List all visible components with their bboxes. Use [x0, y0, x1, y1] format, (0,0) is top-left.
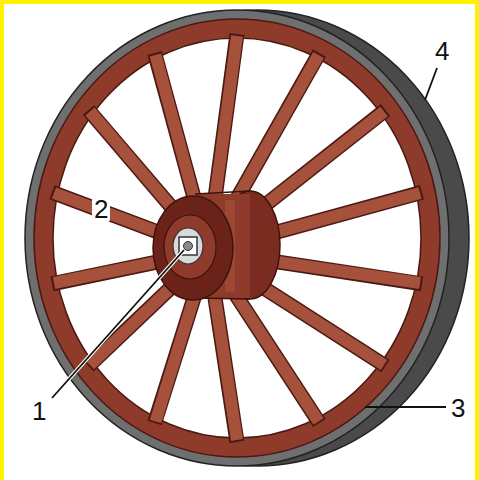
callout-number: 3: [449, 395, 467, 421]
hub-ring: [164, 215, 216, 279]
iron-tire: [25, 10, 449, 466]
spokes: [54, 36, 420, 440]
ground: [4, 4, 475, 480]
callout-number: 4: [433, 38, 451, 64]
leader-lines: [52, 68, 446, 407]
hub-face: [153, 196, 233, 300]
callout-number: 1: [30, 398, 48, 424]
spokes-outline: [52, 34, 422, 442]
callout-number: 2: [92, 196, 110, 222]
leader-halo: [52, 250, 184, 398]
felloe-inner: [53, 38, 421, 438]
felloe: [34, 19, 440, 457]
